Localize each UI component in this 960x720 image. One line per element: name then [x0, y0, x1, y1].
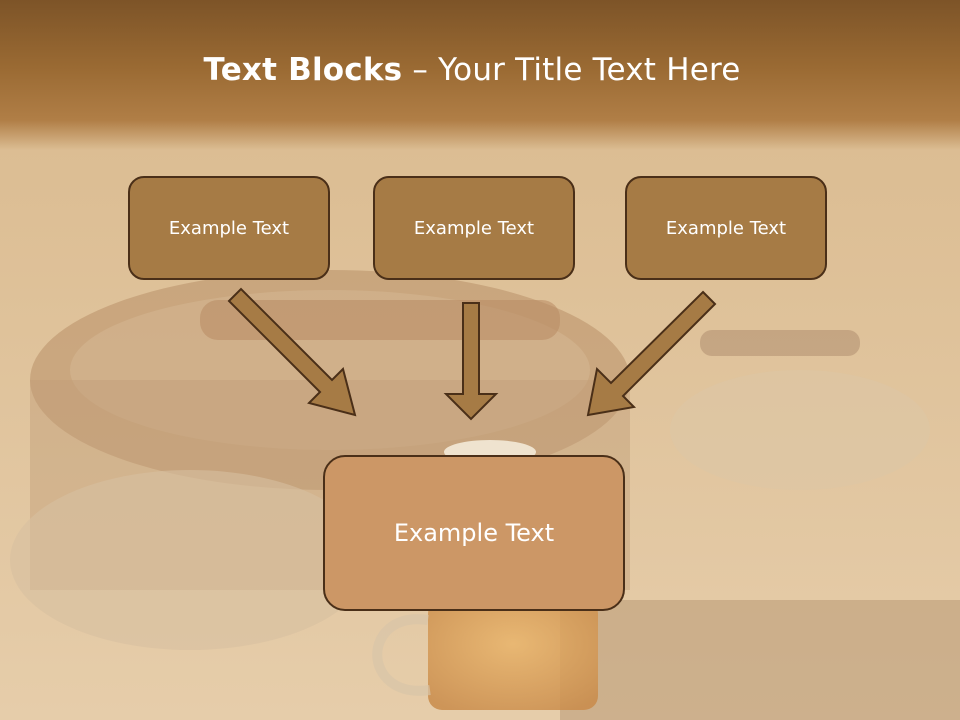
text-box-right-label: Example Text: [665, 217, 787, 239]
wheat-right: [670, 370, 930, 490]
arrow-center: [443, 302, 499, 421]
text-box-bottom: Example Text: [323, 455, 625, 611]
text-box-center-label: Example Text: [413, 217, 535, 239]
arrow-right: [586, 290, 717, 417]
beer-mug: [428, 600, 598, 710]
grain-pile: [560, 600, 960, 720]
text-box-left-label: Example Text: [168, 217, 290, 239]
arrow-left: [227, 287, 357, 417]
title-bar: [0, 0, 960, 150]
text-box-bottom-label: Example Text: [393, 519, 555, 547]
tap-pipe: [700, 330, 860, 356]
text-box-left: Example Text: [128, 176, 330, 280]
page-title: Text Blocks – Your Title Text Here: [0, 52, 944, 88]
text-box-right: Example Text: [625, 176, 827, 280]
mug-handle: [372, 614, 431, 696]
title-dash: –: [402, 52, 439, 88]
title-bold: Text Blocks: [203, 52, 403, 88]
text-box-center: Example Text: [373, 176, 575, 280]
title-rest: Your Title Text Here: [438, 52, 741, 88]
wheat-left: [10, 470, 370, 650]
